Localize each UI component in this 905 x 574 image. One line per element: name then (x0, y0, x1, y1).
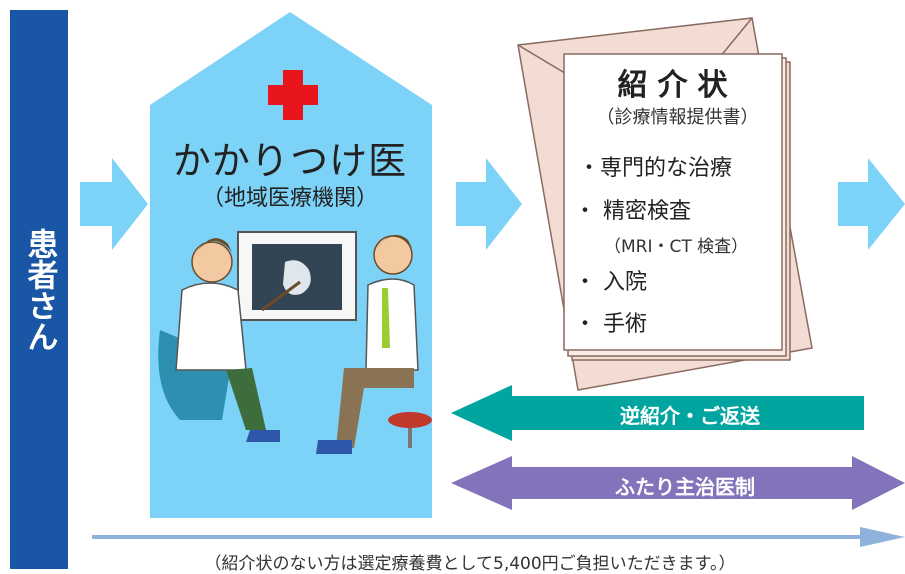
flow-arrow-to-hospital (838, 158, 905, 250)
flow-arrow-to-letter (456, 158, 522, 250)
co-management-arrow (451, 456, 905, 510)
timeline-arrow (92, 527, 905, 547)
flow-arrow-to-clinic (80, 158, 148, 250)
letter-item-detailed-exam: ・ 精密検査 (574, 199, 691, 224)
letter-item-surgery: ・ 手術 (574, 312, 647, 337)
xray-board-illustration (237, 231, 357, 321)
clinic-subtitle: （地域医療機関） (201, 186, 378, 211)
letter-item-exam-note: （MRI・CT 検査） (604, 237, 749, 257)
letter-title: 紹介状 (617, 68, 738, 103)
footnote: （紹介状のない方は選定療養費として5,400円ご負担いただきます。） (204, 554, 736, 574)
patient-illustration (316, 234, 432, 454)
doctor-illustration (158, 238, 280, 442)
letter-item-specialist-treatment: ・専門的な治療 (578, 156, 733, 181)
patient-label: 患者さん (21, 228, 58, 352)
letter-item-hospitalization: ・ 入院 (574, 270, 647, 295)
red-cross-icon (268, 70, 318, 120)
letter-subtitle: （診療情報提供書） (596, 107, 759, 128)
clinic-title: かかりつけ医 (172, 139, 408, 183)
reverse-referral-arrow (451, 385, 864, 441)
co-management-label: ふたり主治医制 (615, 475, 755, 499)
reverse-referral-label: 逆紹介・ご返送 (620, 404, 760, 428)
patient-bar (10, 10, 68, 569)
referral-letter-envelope (517, 17, 813, 391)
